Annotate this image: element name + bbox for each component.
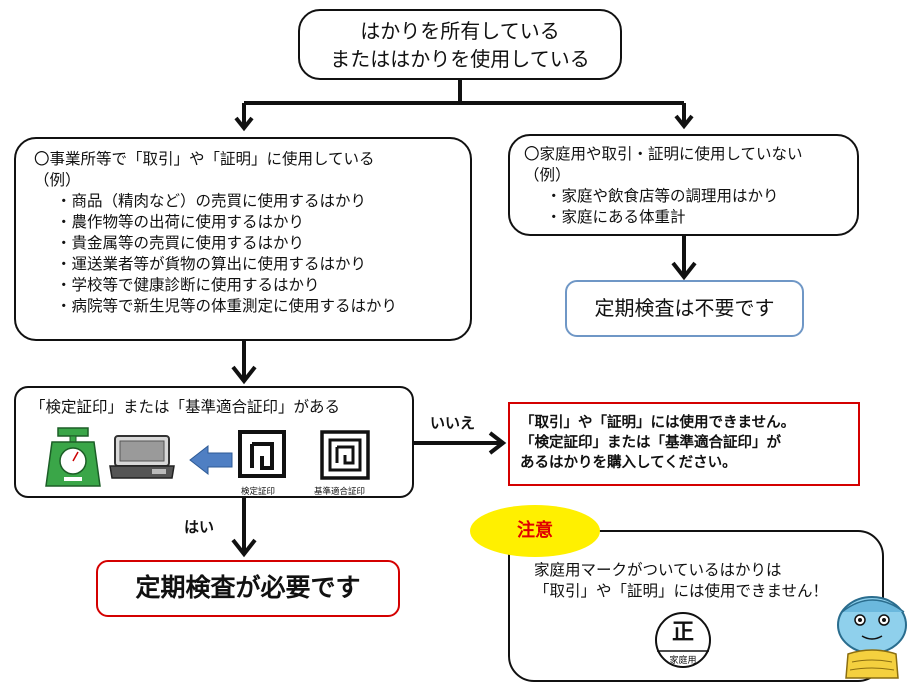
- inspection-required-box: 定期検査が必要です: [96, 560, 400, 617]
- home-heading: 〇家庭用や取引・証明に使用していない: [524, 145, 803, 163]
- warning-line-2: 「検定証印」または「基準適合証印」が: [520, 435, 781, 451]
- verification-stamp-label: 検定証印: [241, 487, 276, 497]
- business-item: ・農作物等の出荷に使用するはかり: [56, 213, 305, 231]
- note-line-2: 「取引」や「証明」には使用できません！: [534, 582, 829, 600]
- yes-label: はい: [184, 518, 215, 536]
- home-use-box: 〇家庭用や取引・証明に使用していない （例） ・家庭や飲食店等の調理用はかり ・…: [508, 134, 859, 236]
- start-box: はかりを所有している またははかりを使用している: [298, 9, 622, 80]
- conformity-stamp-label: 基準適合証印: [314, 487, 366, 497]
- no-inspection-box: 定期検査は不要です: [565, 280, 804, 337]
- business-item: ・貴金属等の売買に使用するはかり: [56, 234, 305, 252]
- note-title: 注意: [517, 520, 553, 541]
- business-item: ・運送業者等が貨物の算出に使用するはかり: [56, 255, 367, 273]
- arrow-no-to-warning: [414, 431, 507, 455]
- arrow-yes-to-inspection: [231, 498, 257, 558]
- no-label: いいえ: [430, 414, 476, 432]
- start-line-1: はかりを所有している: [360, 19, 560, 43]
- home-use-mark-char: 正: [671, 620, 694, 645]
- business-example-label: （例）: [34, 171, 81, 189]
- home-item: ・家庭にある体重計: [546, 208, 686, 226]
- arrow-to-mark-check: [231, 341, 257, 385]
- note-line-1: 家庭用マークがついているはかりは: [534, 561, 782, 579]
- start-line-2: またははかりを使用している: [330, 47, 590, 71]
- warning-line-3: あるはかりを購入してください。: [520, 455, 737, 471]
- split-arrow: [234, 80, 694, 132]
- warning-box: 「取引」や「証明」には使用できません。 「検定証印」または「基準適合証印」が あ…: [508, 402, 860, 486]
- home-item: ・家庭や飲食店等の調理用はかり: [546, 187, 779, 205]
- mark-question: 「検定証印」または「基準適合証印」がある: [30, 398, 341, 416]
- no-inspection-text: 定期検査は不要です: [594, 296, 775, 320]
- business-use-box: 〇事業所等で「取引」や「証明」に使用している （例） ・商品（精肉など）の売買に…: [14, 137, 472, 341]
- home-example-label: （例）: [524, 166, 571, 184]
- business-item: ・病院等で新生児等の体重測定に使用するはかり: [56, 297, 398, 315]
- arrow-to-no-inspection: [671, 236, 697, 281]
- note-title-bubble: 注意: [470, 505, 600, 557]
- business-item: ・商品（精肉など）の売買に使用するはかり: [56, 192, 367, 210]
- mark-check-box: 「検定証印」または「基準適合証印」がある: [14, 386, 414, 498]
- home-use-mark-label: 家庭用: [669, 656, 697, 666]
- business-heading: 〇事業所等で「取引」や「証明」に使用している: [34, 150, 375, 168]
- inspection-required-text: 定期検査が必要です: [135, 573, 361, 602]
- business-item: ・学校等で健康診断に使用するはかり: [56, 276, 320, 294]
- warning-line-1: 「取引」や「証明」には使用できません。: [520, 415, 796, 431]
